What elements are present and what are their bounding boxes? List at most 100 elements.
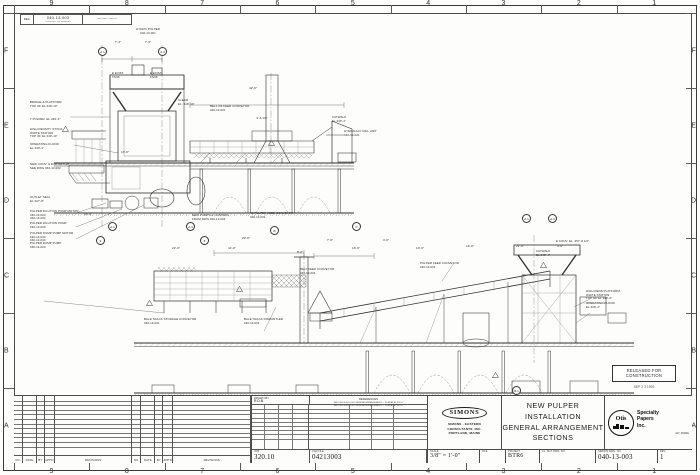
drawing-note: 40 PULPER FEED CONVEYOR 040-13-001 [250,211,294,219]
zone-number-9: 9 [49,468,54,475]
drawing-note: BALE TRACK STORAGE CONVEYOR 040-13-001 [144,317,197,325]
reference-rule [309,430,427,432]
zone-number-8: 8 [124,0,130,7]
zone-number-2: 2 [576,0,582,7]
zone-number-3: 3 [501,0,506,7]
field-value: BTR6 [508,453,524,459]
drawing-note: CATWALK EL 349'-4" [332,115,347,123]
revision-column [155,396,164,455]
grid-bubble: A.3 [158,47,167,56]
field-label: REV. [660,450,666,453]
zone-number-5: 5 [350,0,356,7]
references-left-grid [252,405,309,449]
grid-bubble: A.1 [108,222,117,231]
references-right-grid [309,405,427,449]
drawing-note: PULPER DILUTION PUMP MOTOR 040-13-003 04… [30,209,79,221]
field-label: SIMONS DWG. NO. [598,450,622,453]
zone-tick [3,13,14,14]
drawing-note: PULPER FEED CONVEYOR 040-13-001 [420,261,460,269]
reference-rule [252,438,308,440]
mill-glyph-icon [613,423,629,429]
zone-letter-A: A [691,422,696,429]
zone-tick [164,463,166,471]
grid-bubble: 8 [200,236,209,245]
drawing-note: BELT FEED CONVEYOR 040-13-001 [300,267,335,275]
released-for-construction-stamp: RELEASED FOR CONSTRUCTION [612,365,676,382]
zone-tick [686,313,697,314]
revision-header-no: NO. [132,456,142,463]
otis-logo-icon: Otis [608,409,634,436]
field-label: CL. SHT. DWG. NO. [542,450,566,453]
drawing-note: NEW CONV. & DIAPHRAGM SEE DWG 040-13-002 [30,162,70,170]
revision-column [14,396,23,455]
zone-letter-F: F [4,47,9,54]
field-value: 1 [660,453,664,461]
revision-column [44,396,55,455]
stamp-line-1: RELEASED FOR [626,368,662,373]
title-field-rev: REV.1 [658,450,674,463]
revision-header-appd: APP'D [163,456,174,463]
dimension-label: 4'-3 1/2" [256,116,268,120]
title-field-simons-dwg-no: SIMONS DWG. NO.040-13-003 [596,450,658,463]
zone-tick [164,5,166,13]
zone-tick [315,463,317,471]
revision-column [132,396,142,455]
revision-header-revisions: REVISIONS [173,456,251,463]
dimension-label: 8'-0" [296,250,304,254]
zone-tick [390,5,392,13]
dimension-label: 7'-3" [114,40,122,44]
field-label: FILE [482,450,488,453]
drawing-geometry [43,45,634,397]
drawing-note: OPERATING FLOOR EL 349'-4" [30,142,59,150]
zone-tick [541,463,543,471]
zone-number-4: 4 [426,0,431,7]
zone-letter-A: A [4,422,9,429]
drawing-note: HYDRAULIC MILL UNIT 040-13-001 [344,129,377,137]
drawing-note: NEW PUMPS & CONTROL FROM DWG 040-13-004 [192,213,230,221]
zone-number-9: 9 [49,0,54,7]
reference-rule [252,426,308,427]
revision-column [36,396,45,455]
supersede-dwg-ref: 040-13-003 THIS DWG. SUPERSEDES [34,15,83,24]
zone-number-6: 6 [275,468,280,475]
zone-tick [616,5,618,13]
zone-letter-D: D [4,197,10,204]
dimension-label: 3'-0" [556,244,564,248]
zone-letter-B: B [691,347,696,354]
supersede-ref-label: REF. [21,15,34,24]
grid-bubble: B.1 [512,386,521,395]
field-value: 040-13-003 [598,453,633,461]
drawing-note: T PULPER EL 349'-4" [30,117,61,121]
drawing-note: BALE TRACK DISMANTLER 040-13-001 [244,317,284,325]
reference-rule [252,421,308,423]
zone-number-1: 1 [652,468,657,475]
grid-bubble: B [270,226,279,235]
zone-number-5: 5 [350,468,356,475]
revision-header-by: BY [155,456,164,463]
revision-header-date: DATE [23,456,37,463]
reference-rule [252,417,308,419]
reference-rule [278,405,279,449]
zone-number-7: 7 [200,468,205,475]
drawing-note: E CONV. EL. 357'-8 1/2" [556,239,590,243]
zone-tick [686,13,697,14]
zone-letter-D: D [690,197,696,204]
dimension-label: 22'-0" [172,246,180,250]
revision-header-revisions: REVISIONS [55,456,133,463]
reference-rule [252,409,308,411]
client-logo-block: Otis Specialty Papers Inc. JAY, MAINE [604,396,692,449]
reference-rule [371,405,372,449]
revision-triangle-icon [268,140,275,146]
references-grid [252,405,427,449]
drawing-note: BELL 3/4 FEED CONVEYOR 040-13-001 [210,104,250,112]
dimension-label: 7'-3" [144,40,152,44]
main-title-block: SIMONS SIMONS - EASTERN CONSULTANTS, INC… [428,396,692,463]
reference-rule [393,405,394,449]
drawing-note: E EXIST TANK [150,71,162,79]
grid-bubble: A.1 [98,47,107,56]
dimension-label: 4'-6" [382,238,390,242]
